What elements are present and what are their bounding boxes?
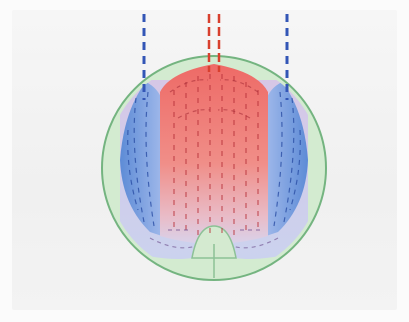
hot-plume bbox=[160, 64, 268, 244]
vessel-interior bbox=[120, 64, 308, 259]
